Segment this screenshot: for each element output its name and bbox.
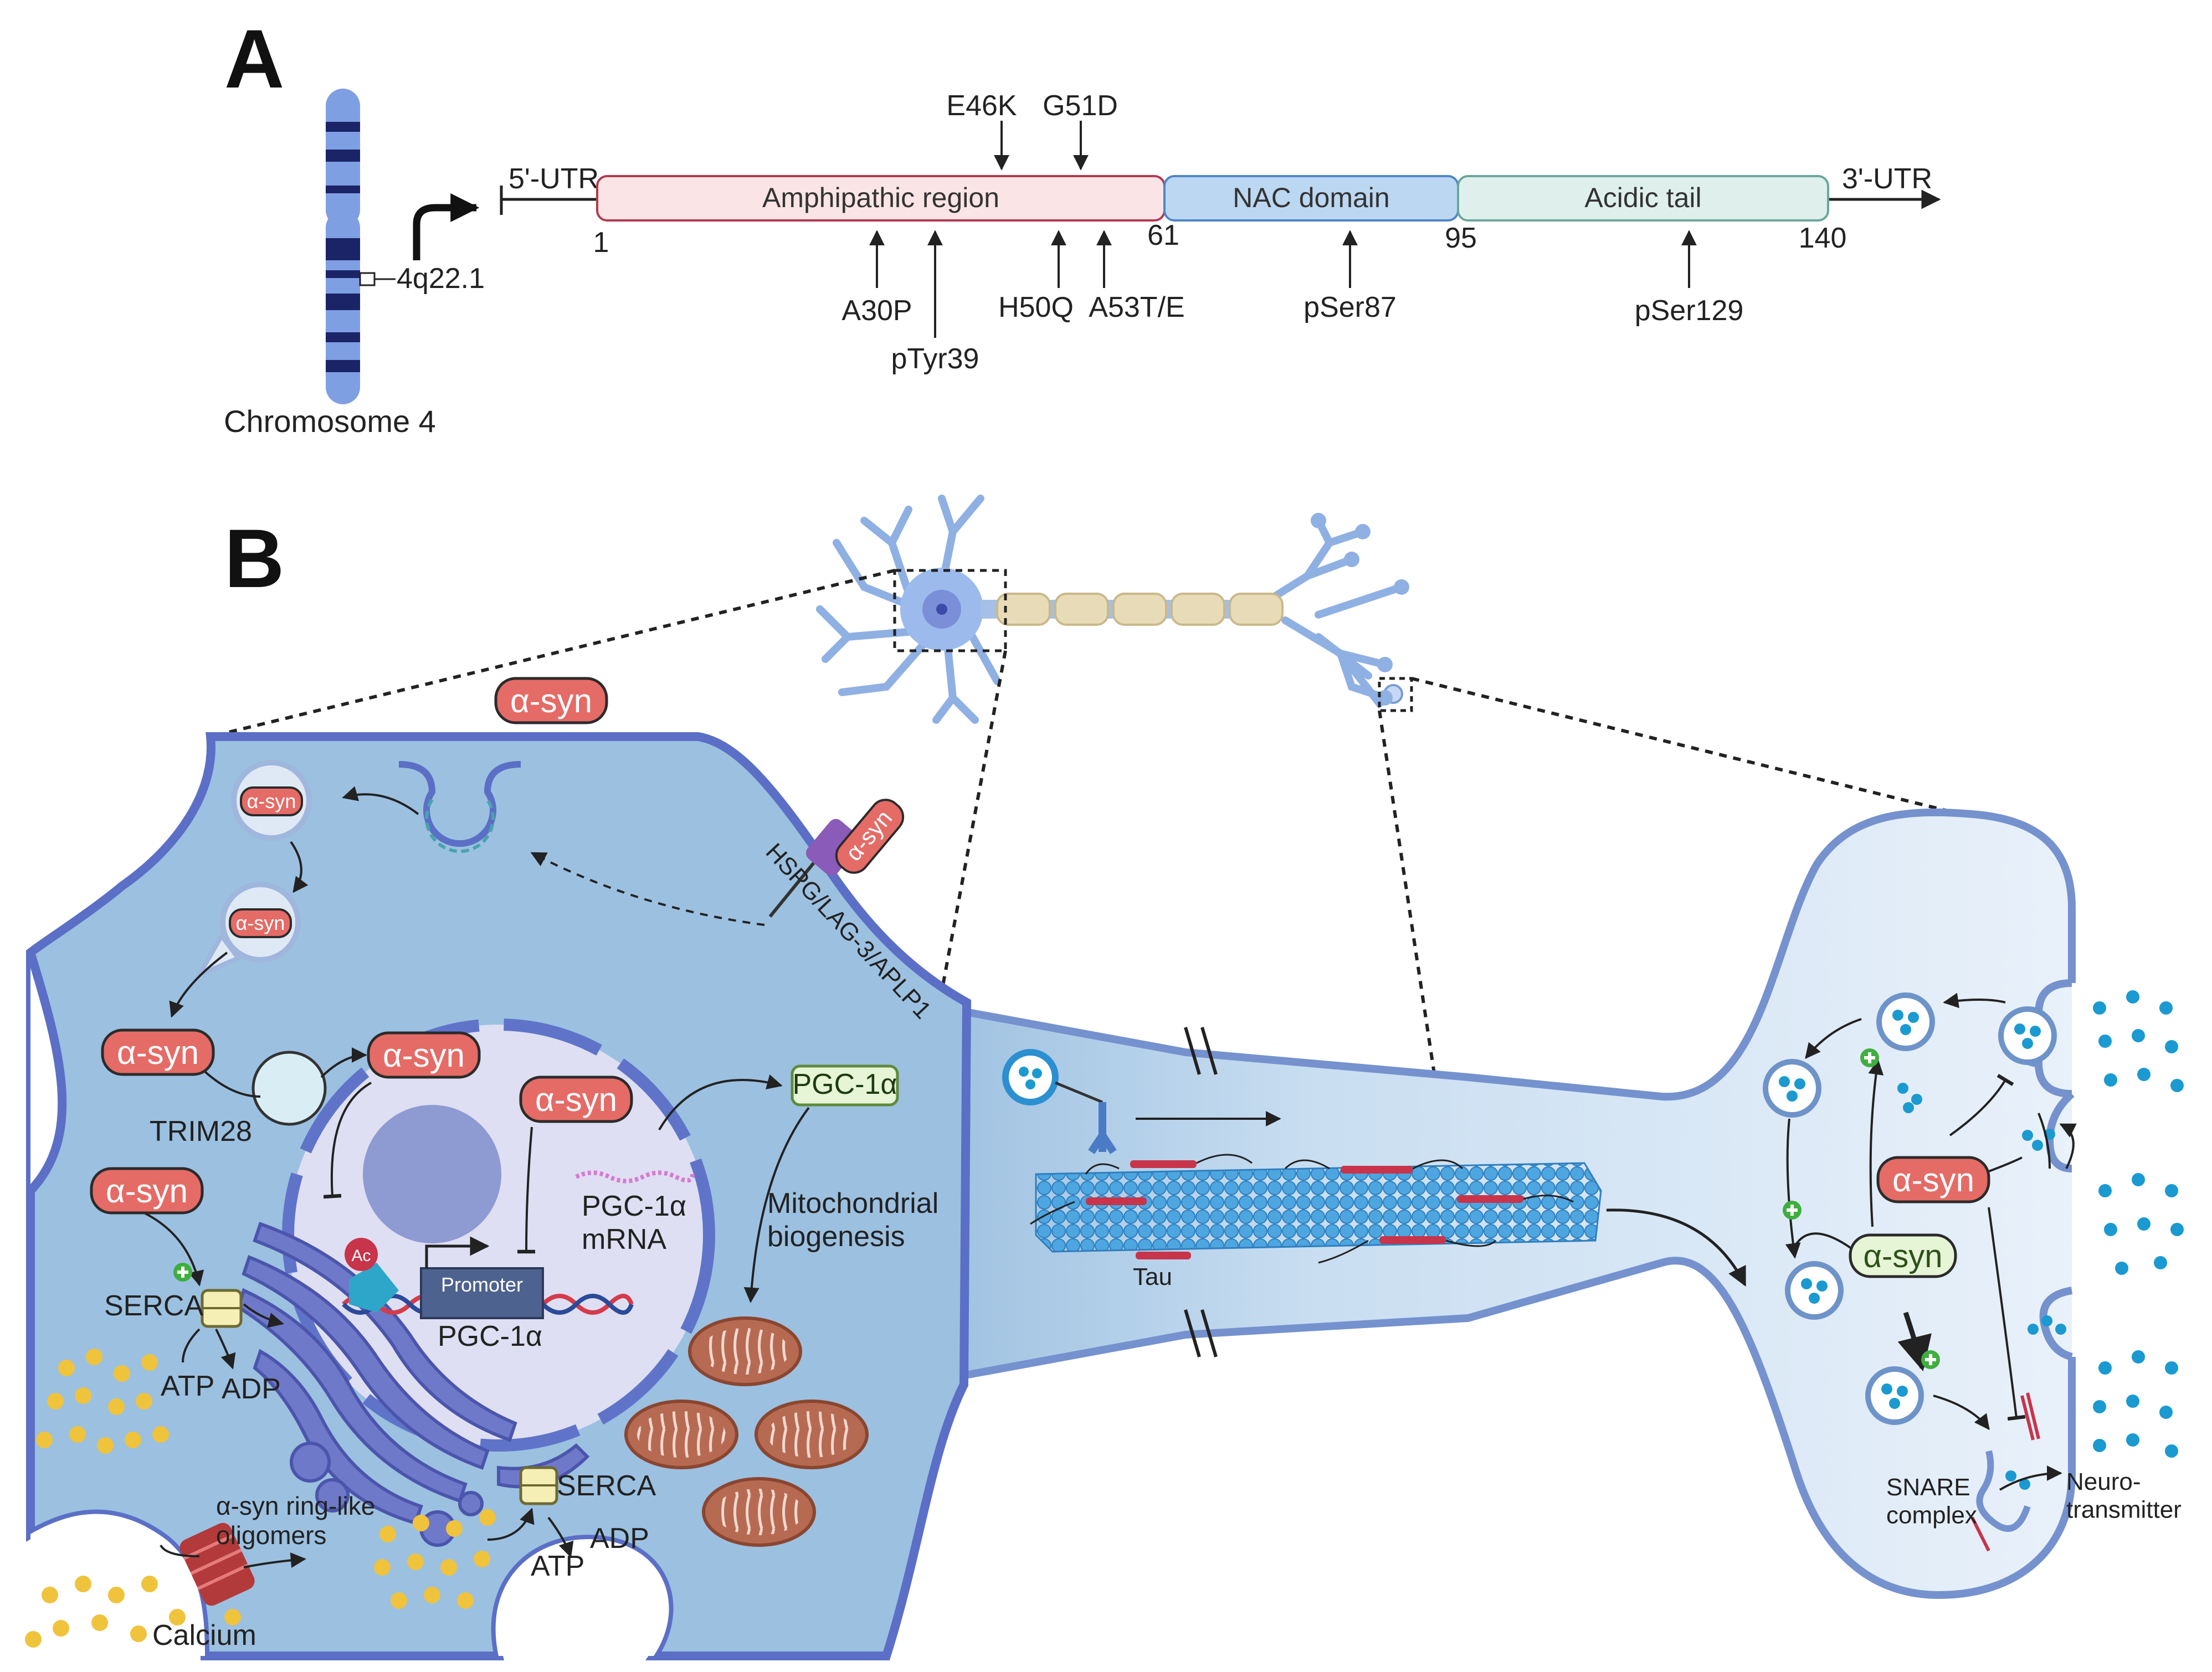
mutation-h50q: H50Q (998, 291, 1074, 323)
residue-1: 1 (593, 227, 609, 259)
mutation-g51d: G51D (1043, 90, 1118, 122)
residue-61: 61 (1147, 219, 1179, 251)
plus-icon-terminal-1 (1860, 1048, 1879, 1067)
soma-zoom-box (893, 569, 1007, 652)
calcium-ions (25, 1349, 496, 1648)
calcium-label: Calcium (152, 1619, 256, 1652)
trim28-transporter (252, 1051, 327, 1126)
pgc-protein-box (791, 1064, 899, 1107)
adp-label-1: ADP (222, 1373, 281, 1405)
acetylation-marker (345, 1238, 399, 1313)
pgc-gene-label: PGC-1α (438, 1320, 542, 1352)
mutation-e46k: E46K (946, 90, 1017, 122)
snare-complex (1970, 1392, 2040, 1552)
syn-label-serca: α-syn (106, 1172, 188, 1210)
axon-membrane-bottom (913, 1257, 2076, 1599)
syn-label-terminal: α-syn (1892, 1161, 1974, 1198)
panel-a-label: A (224, 12, 284, 105)
neurotransmitter-dots (2093, 990, 2184, 1458)
atp-label-1: ATP (161, 1370, 214, 1402)
adp-label-2: ADP (590, 1522, 649, 1555)
residue-95: 95 (1445, 222, 1477, 254)
terminal-arrows (1785, 992, 2077, 1491)
axonal-transport-vesicle (1002, 1049, 1117, 1154)
serca-label-2: SERCA (557, 1470, 656, 1502)
panel-b-label: B (224, 512, 284, 605)
serca-pump-1 (201, 1289, 243, 1328)
pgc-protein-label: PGC-1α (793, 1068, 897, 1100)
receptor-hspg (768, 819, 862, 918)
plus-icon-terminal-3 (1921, 1350, 1940, 1369)
residue-140: 140 (1799, 222, 1847, 254)
syn-pill-endosome-2 (229, 908, 292, 938)
chromosome-name: Chromosome 4 (224, 404, 436, 439)
mutation-a30p: A30P (841, 295, 912, 327)
atp-label-2: ATP (531, 1550, 584, 1582)
mutation-arrows-below (869, 230, 1697, 338)
mutation-pser87: pSer87 (1303, 291, 1397, 323)
serca-label-1: SERCA (104, 1290, 203, 1322)
ac-label: Ac (351, 1247, 371, 1265)
transcription-start-arrow (425, 1236, 490, 1268)
mutation-ptyr39: pTyr39 (891, 343, 979, 375)
transcription-arrow (413, 193, 480, 260)
neuron-icon (816, 495, 1409, 724)
ring-oligomer-channel (179, 1522, 255, 1606)
trim28-label: TRIM28 (150, 1115, 252, 1148)
microtubule (1030, 1154, 1602, 1264)
tau-label: Tau (1133, 1263, 1172, 1290)
syn-label-physiological: α-syn (1863, 1238, 1942, 1274)
syn-label-extracellular: α-syn (510, 682, 592, 719)
promoter-label: Promoter (441, 1273, 523, 1296)
syn-label-endosome-2: α-syn (236, 912, 285, 934)
zoom-lines (210, 569, 1973, 1078)
gene-domains (596, 175, 1829, 222)
mutation-pser129: pSer129 (1635, 295, 1744, 327)
fusion-pore (1976, 1450, 2031, 1532)
pgc-mrna-strand (575, 1170, 695, 1184)
plus-icon (173, 1263, 192, 1282)
serca-pump-2 (519, 1466, 558, 1505)
axon-membrane-top (913, 808, 2076, 1101)
chromosome-4 (326, 89, 396, 404)
utr3-label: 3'-UTR (1842, 163, 1932, 195)
promoter-box (420, 1267, 544, 1319)
chromosome-locus: 4q22.1 (397, 263, 485, 295)
endocytic-pit (398, 761, 521, 853)
terminal-zoom-box (1378, 677, 1413, 712)
syn-label-nuclear: α-syn (383, 1037, 465, 1074)
domain-amphipathic: Amphipathic region (762, 182, 999, 213)
cell-arrows (143, 786, 810, 1568)
axon-break-marks (1184, 1027, 1218, 1357)
syn-label-endosome-1: α-syn (247, 790, 296, 812)
domain-nac: NAC domain (1233, 182, 1389, 213)
neurotransmitter-label: Neuro-transmitter (2066, 1468, 2182, 1524)
syn-pill-receptor-bound (835, 799, 905, 874)
domain-acidic-tail: Acidic tail (1584, 182, 1701, 213)
syn-label-promoter: α-syn (535, 1081, 617, 1118)
mutation-a53te: A53T/E (1089, 291, 1184, 323)
syn-label-cytosol: α-syn (117, 1034, 199, 1071)
utr5-label: 5'-UTR (509, 163, 599, 195)
plus-icon-terminal-2 (1783, 1201, 1802, 1220)
mutation-arrows-above (994, 121, 1089, 171)
syn-pill-physiological (1849, 1233, 1957, 1278)
syn-pill-endosome-1 (240, 786, 303, 816)
microtubule-to-vesicle-arrow (1606, 1208, 1747, 1287)
mitochondria (624, 1316, 869, 1547)
